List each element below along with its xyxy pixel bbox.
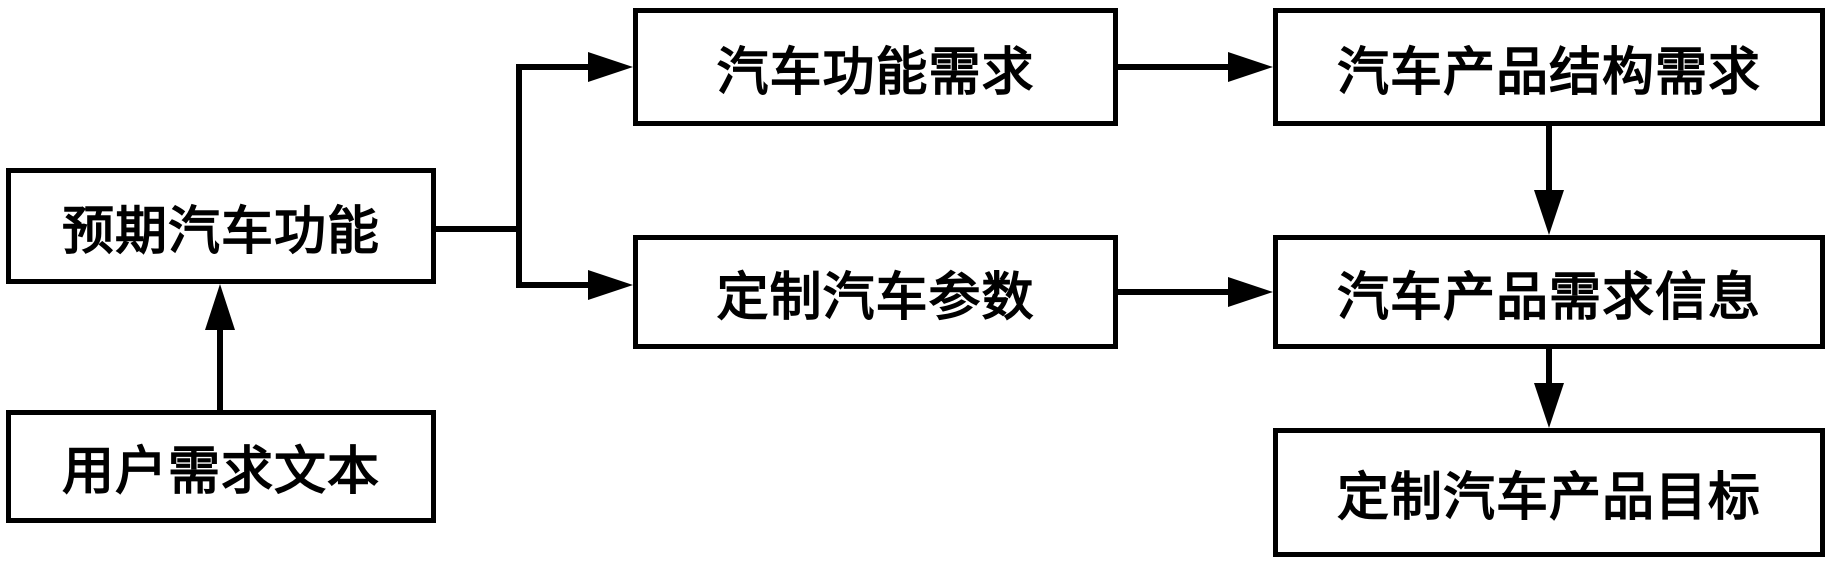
node-function-requirement: 汽车功能需求 xyxy=(633,8,1118,126)
node-label: 预期汽车功能 xyxy=(61,201,380,262)
node-label: 汽车产品需求信息 xyxy=(1336,267,1761,328)
arrowhead-info-to-target xyxy=(1534,383,1564,428)
arrowhead-function-to-structure xyxy=(1228,52,1273,82)
arrowhead-to-parameters xyxy=(588,270,633,300)
node-custom-parameters: 定制汽车参数 xyxy=(633,235,1118,349)
arrowhead-parameters-to-info xyxy=(1228,277,1273,307)
node-product-target: 定制汽车产品目标 xyxy=(1273,428,1825,557)
node-label: 定制汽车参数 xyxy=(716,267,1035,328)
node-label: 汽车产品结构需求 xyxy=(1336,42,1761,103)
node-user-text: 用户需求文本 xyxy=(6,410,436,523)
node-structure-requirement: 汽车产品结构需求 xyxy=(1273,8,1825,126)
node-label: 汽车功能需求 xyxy=(716,42,1035,103)
node-requirement-info: 汽车产品需求信息 xyxy=(1273,235,1825,349)
node-label: 用户需求文本 xyxy=(61,442,380,502)
arrowhead-to-function xyxy=(588,52,633,82)
node-expected-function: 预期汽车功能 xyxy=(6,168,436,284)
arrowhead-structure-to-info xyxy=(1534,190,1564,235)
arrowhead-user-to-expected xyxy=(205,284,235,330)
node-label: 定制汽车产品目标 xyxy=(1336,468,1761,528)
